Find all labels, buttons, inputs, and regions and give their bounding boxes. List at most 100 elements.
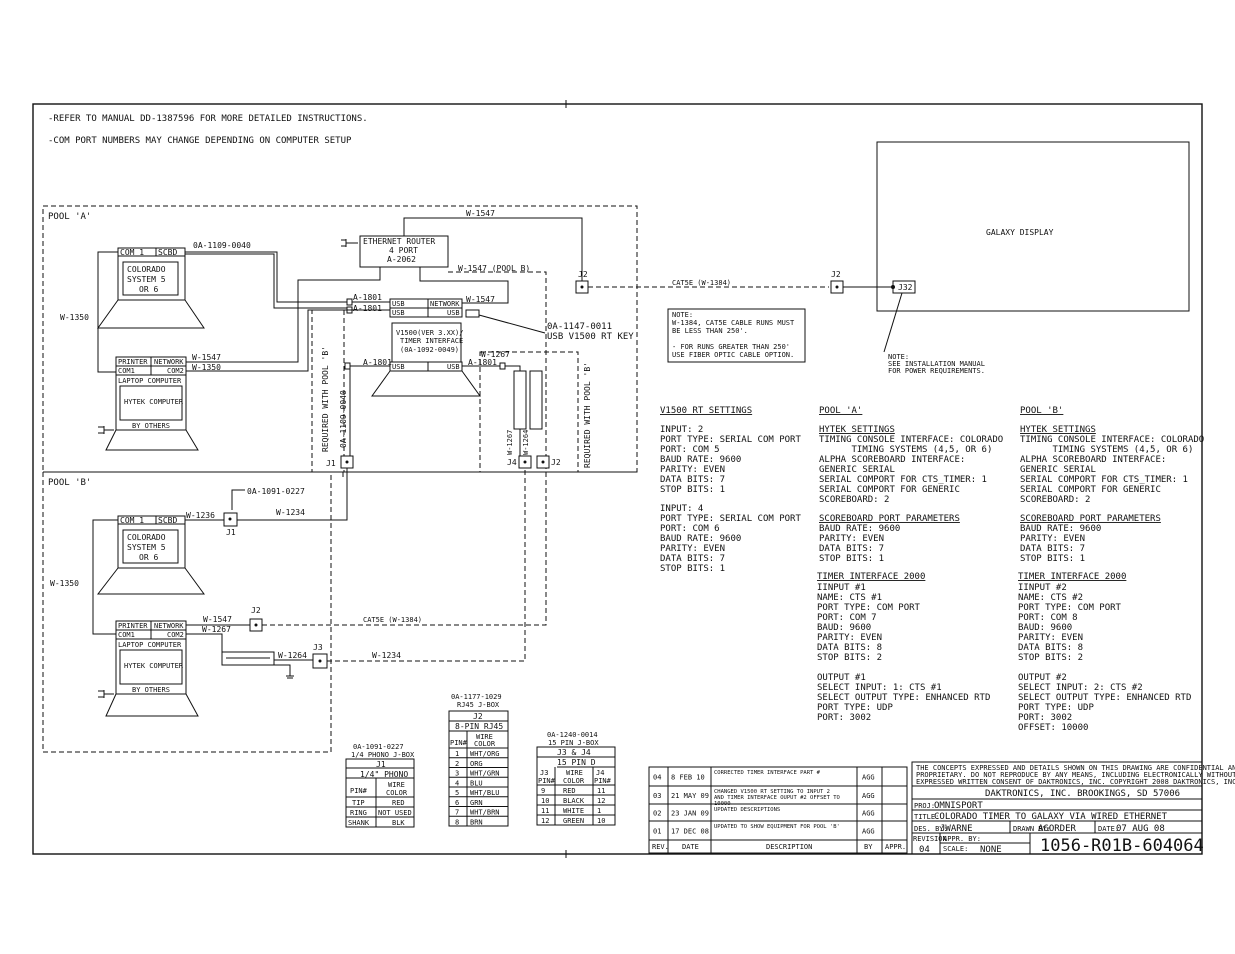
usb-label-3: USB: [447, 309, 460, 317]
svg-text:BAUD RATE: 9600: BAUD RATE: 9600: [1020, 524, 1101, 534]
drawing-number: 1056-R01B-604064: [1040, 836, 1204, 856]
svg-text:ALPHA SCOREBOARD INTERFACE:: ALPHA SCOREBOARD INTERFACE:: [1020, 455, 1166, 465]
svg-text:INPUT: 4: INPUT: 4: [660, 504, 703, 514]
cat5e-label-b: CAT5E (W-1384): [363, 616, 422, 624]
revision-number: 04: [919, 845, 930, 855]
svg-text:NAME: CTS #1: NAME: CTS #1: [817, 593, 882, 603]
cable-label-0227: 0A-1091-0227: [247, 487, 305, 496]
svg-text:BAUD: 9600: BAUD: 9600: [1018, 623, 1072, 633]
router-line-3: A-2062: [387, 255, 416, 264]
network-label-b: NETWORK: [154, 622, 184, 630]
svg-text:OUTPUT #1: OUTPUT #1: [817, 673, 866, 683]
printer-label-a: PRINTER: [118, 358, 148, 366]
v1500-settings-title: V1500 RT SETTINGS: [660, 406, 752, 416]
svg-text:TITLE:: TITLE:: [914, 813, 939, 821]
usb-label-2: USB: [392, 309, 405, 317]
pin15-jbox-table: 0A-1240-0014 15 PIN J-BOX J3 & J4 15 PIN…: [536, 731, 616, 826]
svg-text:OUTPUT #2: OUTPUT #2: [1018, 673, 1067, 683]
svg-text:15 PIN D: 15 PIN D: [557, 758, 596, 767]
usb-plug-4: [499, 362, 506, 370]
svg-text:DRAWN BY:: DRAWN BY:: [1013, 825, 1051, 833]
svg-text:SERIAL COMPORT FOR CTS_TIMER:: SERIAL COMPORT FOR CTS_TIMER: 1: [1020, 475, 1188, 485]
j1-label-a: J1: [326, 459, 336, 468]
required-label-a: REQUIRED WITH POOL 'B': [321, 346, 330, 452]
svg-text:TIP: TIP: [352, 799, 365, 807]
svg-text:BAUD RATE: 9600: BAUD RATE: 9600: [660, 455, 741, 465]
drawing-border: [32, 103, 1203, 855]
svg-text:BAUD RATE: 9600: BAUD RATE: 9600: [660, 534, 741, 544]
galaxy-display-label: GALAXY DISPLAY: [986, 228, 1054, 237]
rj45-color: WHT/BLU: [470, 789, 500, 797]
designed-by: JWARNE: [940, 824, 973, 834]
cable-note-3: BE LESS THAN 250'.: [672, 327, 748, 335]
w1547-top-path: [403, 217, 583, 285]
rj45-pin: 2: [455, 760, 459, 768]
svg-text:TIMER INTERFACE 2000: TIMER INTERFACE 2000: [1018, 572, 1126, 582]
rj45-pin: 7: [455, 809, 459, 817]
colorado-line-1-b: COLORADO: [127, 533, 166, 542]
svg-text:PARITY: EVEN: PARITY: EVEN: [1018, 633, 1083, 643]
w1350-lap-label-a: W-1350: [192, 363, 221, 372]
j2-label-a: J2: [551, 458, 561, 467]
svg-text:SELECT OUTPUT TYPE: ENHANCED R: SELECT OUTPUT TYPE: ENHANCED RTD: [1018, 693, 1191, 703]
rj45-pin: 3: [455, 770, 459, 778]
rj45-pin: 6: [455, 799, 459, 807]
network-label-1: NETWORK: [430, 300, 460, 308]
rj45-color: BLU: [470, 779, 483, 787]
rj45-color: GRN: [470, 799, 483, 807]
svg-text:PORT: 3002: PORT: 3002: [1018, 713, 1072, 723]
v1500-settings-block-1: INPUT: 2 PORT TYPE: SERIAL COM PORT PORT…: [660, 425, 801, 495]
confidential-2: PROPRIETARY. DO NOT REPRODUCE BY ANY MEA…: [916, 771, 1235, 779]
phono-jbox-table: 0A-1091-0227 1/4 PHONO J-BOX J1 1/4" PHO…: [345, 743, 415, 828]
j3-pin: 10: [541, 797, 549, 805]
router-line-2: 4 PORT: [389, 246, 418, 255]
usb-label-4: USB: [392, 363, 405, 371]
confidential-3: EXPRESSED WRITTEN CONSENT OF DAKTRONICS,…: [916, 778, 1235, 786]
svg-text:ALPHA SCOREBOARD INTERFACE:: ALPHA SCOREBOARD INTERFACE:: [819, 455, 965, 465]
a1801-label-1: A-1801: [353, 293, 382, 302]
svg-text:PIN#: PIN#: [450, 739, 468, 747]
svg-text:PORT TYPE: UDP: PORT TYPE: UDP: [1018, 703, 1094, 713]
j32-dot: [891, 285, 895, 289]
svg-text:PORT TYPE: UDP: PORT TYPE: UDP: [817, 703, 893, 713]
svg-text:PARITY: EVEN: PARITY: EVEN: [660, 544, 725, 554]
cable-0227-path: [231, 489, 245, 510]
svg-text:0A-1177-1029: 0A-1177-1029: [451, 693, 502, 701]
svg-text:PORT TYPE: COM PORT: PORT TYPE: COM PORT: [1018, 603, 1122, 613]
revision-description: UPDATED TO SHOW EQUIPMENT FOR POOL 'B': [714, 824, 840, 830]
j3-label-b: J3: [313, 643, 323, 652]
scbd-label-a: SCBD: [158, 248, 177, 257]
svg-text:SHANK: SHANK: [348, 819, 370, 827]
w1267-label-a: W-1267: [481, 350, 510, 359]
note-line-2: -COM PORT NUMBERS MAY CHANGE DEPENDING O…: [48, 136, 352, 146]
revision-table: REV. DATE DESCRIPTION BY APPR.: [648, 766, 908, 854]
revision-by: AGG: [862, 810, 875, 818]
rj45-color: ORG: [470, 760, 483, 768]
pin15-color: WHITE: [563, 807, 584, 815]
svg-text:APPR. BY:: APPR. BY:: [943, 835, 981, 843]
drawing-scale: NONE: [980, 845, 1002, 855]
j4-label-a: J4: [507, 458, 517, 467]
company-name: DAKTRONICS, INC. BROOKINGS, SD 57006: [985, 789, 1180, 799]
svg-text:IINPUT #1: IINPUT #1: [817, 583, 866, 593]
display-note-leader: [883, 292, 903, 353]
w1350-label-a: W-1350: [60, 313, 89, 322]
usb-key-line-2: USB V1500 RT KEY: [547, 332, 634, 342]
svg-text:STOP BITS: 1: STOP BITS: 1: [660, 564, 725, 574]
a1801-link-3: [349, 365, 390, 468]
svg-text:PORT TYPE: SERIAL COM PORT: PORT TYPE: SERIAL COM PORT: [660, 514, 801, 524]
ground-icon: [274, 664, 294, 679]
revision-id: 02: [653, 810, 661, 818]
w1264-vertical: W-1264: [522, 430, 530, 455]
colorado-line-3-a: OR 6: [139, 285, 158, 294]
revision-by: AGG: [862, 828, 875, 836]
svg-text:HYTEK SETTINGS: HYTEK SETTINGS: [819, 425, 895, 435]
hytek-label-a: HYTEK COMPUTER: [124, 398, 184, 406]
j2-top-label: J2: [578, 270, 588, 279]
w1267-path-b: [186, 633, 223, 660]
svg-text:SCOREBOARD PORT PARAMETERS: SCOREBOARD PORT PARAMETERS: [819, 514, 960, 524]
hytek-label-b: HYTEK COMPUTER: [124, 662, 184, 670]
j2-top-dot: [580, 285, 584, 289]
cat5e-top-label: CAT5E (W-1384): [672, 279, 731, 287]
